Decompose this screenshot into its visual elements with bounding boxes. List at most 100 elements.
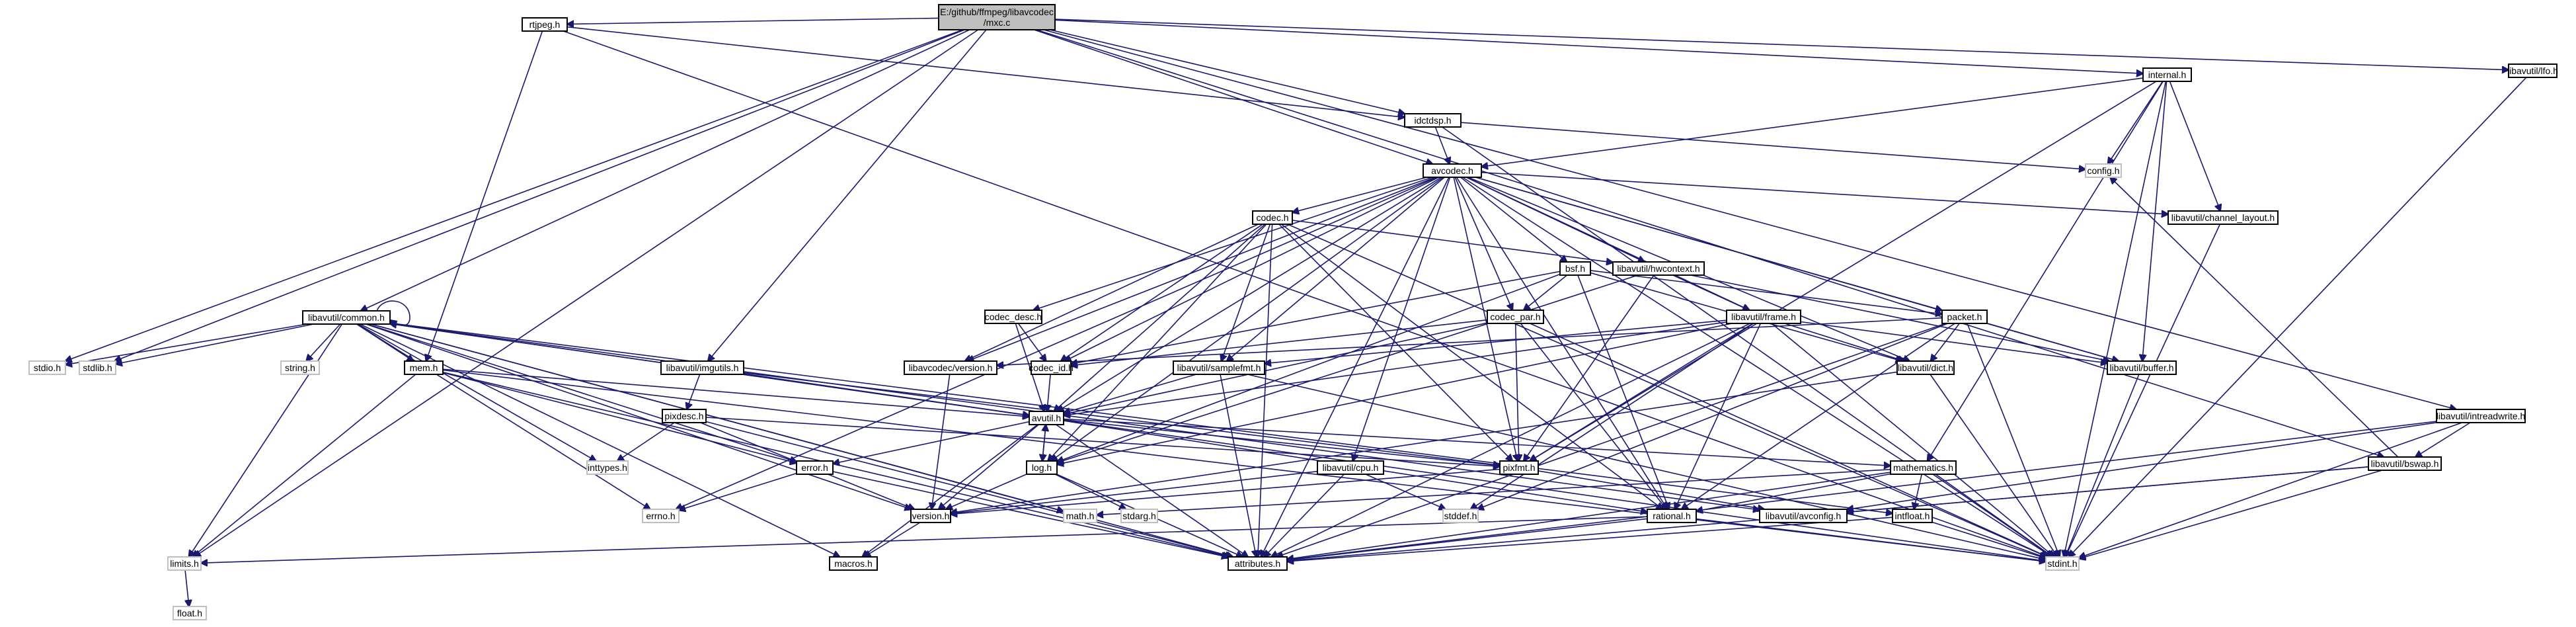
node-chlayout[interactable]: libavutil/channel_layout.h xyxy=(2167,210,2279,225)
edge-codec-to-hwcontext xyxy=(1292,220,1613,263)
node-stdint[interactable]: stdint.h xyxy=(2045,556,2080,571)
edge-layer xyxy=(65,17,2527,606)
edge-cpu-to-attributes xyxy=(1264,474,1345,557)
node-log[interactable]: log.h xyxy=(1026,460,1058,475)
node-stddef[interactable]: stddef.h xyxy=(1442,509,1479,523)
edge-avutil-to-mathematics xyxy=(1063,418,1891,466)
node-codec_id[interactable]: codec_id.h xyxy=(1029,360,1073,375)
node-box-stdint xyxy=(2045,556,2080,571)
node-limits[interactable]: limits.h xyxy=(167,556,202,571)
node-box-log xyxy=(1026,460,1058,475)
node-packet[interactable]: packet.h xyxy=(1941,310,1988,324)
node-buffer[interactable]: libavutil/buffer.h xyxy=(2107,360,2177,375)
node-label-cpu: libavutil/cpu.h xyxy=(1323,462,1379,473)
node-label-stdint: stdint.h xyxy=(2047,558,2077,569)
node-label-inttypes: inttypes.h xyxy=(588,462,627,473)
node-inttypes[interactable]: inttypes.h xyxy=(586,460,629,475)
edge-internal-to-chlayout xyxy=(2169,81,2220,211)
node-box-errno xyxy=(642,509,680,523)
edge-cpu-to-stddef xyxy=(1365,474,1446,509)
node-config[interactable]: config.h xyxy=(2085,163,2122,178)
node-box-lfo xyxy=(2508,63,2557,78)
node-error[interactable]: error.h xyxy=(796,460,834,475)
edge-samplefmt-to-avutil xyxy=(1064,374,1196,413)
edge-frame-to-pixfmt xyxy=(1530,323,1754,461)
node-codec[interactable]: codec.h xyxy=(1252,210,1293,225)
node-internal[interactable]: internal.h xyxy=(2142,67,2192,82)
node-label-attributes: attributes.h xyxy=(1235,558,1280,569)
node-errno[interactable]: errno.h xyxy=(642,509,680,523)
node-box-version xyxy=(910,509,951,523)
edge-root-to-avcodec xyxy=(1034,29,1432,164)
node-lfo[interactable]: libavutil/lfo.h xyxy=(2507,63,2558,78)
edge-mem-to-stdint xyxy=(442,369,2046,562)
node-bsf[interactable]: bsf.h xyxy=(1559,261,1591,276)
node-string[interactable]: string.h xyxy=(280,360,320,375)
node-box-float xyxy=(173,606,207,620)
edge-packet-to-buffer xyxy=(1986,323,2119,361)
node-box-mathematics xyxy=(1890,460,1957,475)
edge-pixfmt-to-version xyxy=(951,468,1501,514)
edge-samplefmt-to-attributes xyxy=(1220,374,1257,557)
edge-hwcontext-to-pixfmt xyxy=(1524,274,1655,461)
edge-avcodec-to-chlayout xyxy=(1481,171,2168,214)
node-pixfmt[interactable]: pixfmt.h xyxy=(1499,460,1539,475)
node-stdio[interactable]: stdio.h xyxy=(28,360,66,375)
node-math[interactable]: math.h xyxy=(1063,509,1097,523)
node-box-error xyxy=(796,460,834,475)
node-codec_desc[interactable]: codec_desc.h xyxy=(984,310,1042,324)
edge-intreadwrite-to-avconfig xyxy=(1847,422,2437,509)
node-box-pixdesc xyxy=(662,409,707,423)
node-common[interactable]: libavutil/common.h xyxy=(302,310,391,325)
node-idctdsp[interactable]: idctdsp.h xyxy=(1404,113,1462,128)
node-samplefmt[interactable]: libavutil/samplefmt.h xyxy=(1173,360,1265,375)
node-label-codec_par: codec_par.h xyxy=(1490,312,1540,322)
node-stdarg[interactable]: stdarg.h xyxy=(1120,509,1158,523)
node-box-chlayout xyxy=(2167,210,2279,225)
edge-dict-to-stdint xyxy=(1930,374,2058,557)
node-avutil[interactable]: avutil.h xyxy=(1029,411,1064,425)
node-bswap[interactable]: libavutil/bswap.h xyxy=(2368,456,2442,471)
node-mem[interactable]: mem.h xyxy=(404,360,444,375)
node-hwcontext[interactable]: libavutil/hwcontext.h xyxy=(1612,261,1705,276)
node-dict[interactable]: libavutil/dict.h xyxy=(1896,360,1955,375)
edge-codec-to-attributes xyxy=(1258,224,1273,557)
edge-avcodec-to-codec_id xyxy=(1064,177,1439,361)
edge-pixdesc-to-attributes xyxy=(705,421,1232,558)
node-label-lfo: libavutil/lfo.h xyxy=(2507,65,2558,76)
node-codec_par[interactable]: codec_par.h xyxy=(1487,310,1544,324)
node-float[interactable]: float.h xyxy=(173,606,207,620)
node-rational[interactable]: rational.h xyxy=(1647,509,1697,523)
node-intreadwrite[interactable]: libavutil/intreadwrite.h xyxy=(2436,409,2526,423)
edge-codec-to-log xyxy=(1048,224,1267,461)
node-pixdesc[interactable]: pixdesc.h xyxy=(662,409,707,423)
node-box-hwcontext xyxy=(1612,261,1705,276)
node-avcodec[interactable]: avcodec.h xyxy=(1423,163,1482,178)
edge-packet-to-avcversion xyxy=(997,317,1943,366)
node-box-limits xyxy=(167,556,202,571)
node-cpu[interactable]: libavutil/cpu.h xyxy=(1317,460,1384,475)
node-avconfig[interactable]: libavutil/avconfig.h xyxy=(1759,509,1848,523)
edge-hwcontext-to-buffer xyxy=(1690,274,2110,361)
node-frame[interactable]: libavutil/frame.h xyxy=(1726,310,1801,324)
node-mathematics[interactable]: mathematics.h xyxy=(1890,460,1957,475)
node-label-config: config.h xyxy=(2087,165,2119,176)
node-label-avcodec: avcodec.h xyxy=(1431,165,1473,176)
node-intfloat[interactable]: intfloat.h xyxy=(1892,509,1933,523)
node-imgutils[interactable]: libavutil/imgutils.h xyxy=(660,360,744,375)
edge-avcodec-to-codec xyxy=(1292,177,1427,212)
edge-idctdsp-to-config xyxy=(1460,122,2086,169)
node-version[interactable]: version.h xyxy=(910,509,951,523)
edge-packet-to-stdint xyxy=(1967,323,2060,557)
node-macros[interactable]: macros.h xyxy=(829,556,878,571)
edge-common-to-stdlib xyxy=(116,323,314,364)
node-attributes[interactable]: attributes.h xyxy=(1228,556,1288,571)
node-box-stdlib xyxy=(79,360,116,375)
node-avcversion[interactable]: libavcodec/version.h xyxy=(904,360,997,375)
node-rtjpeg[interactable]: rtjpeg.h xyxy=(522,17,568,32)
node-stdlib[interactable]: stdlib.h xyxy=(79,360,116,375)
edge-mathematics-to-math xyxy=(1097,469,1891,515)
node-label-stdio: stdio.h xyxy=(34,362,61,373)
node-root[interactable]: E:/github/ffmpeg/libavcodec/mxc.c xyxy=(938,4,1056,30)
edge-bswap-to-avconfig xyxy=(1847,466,2369,513)
